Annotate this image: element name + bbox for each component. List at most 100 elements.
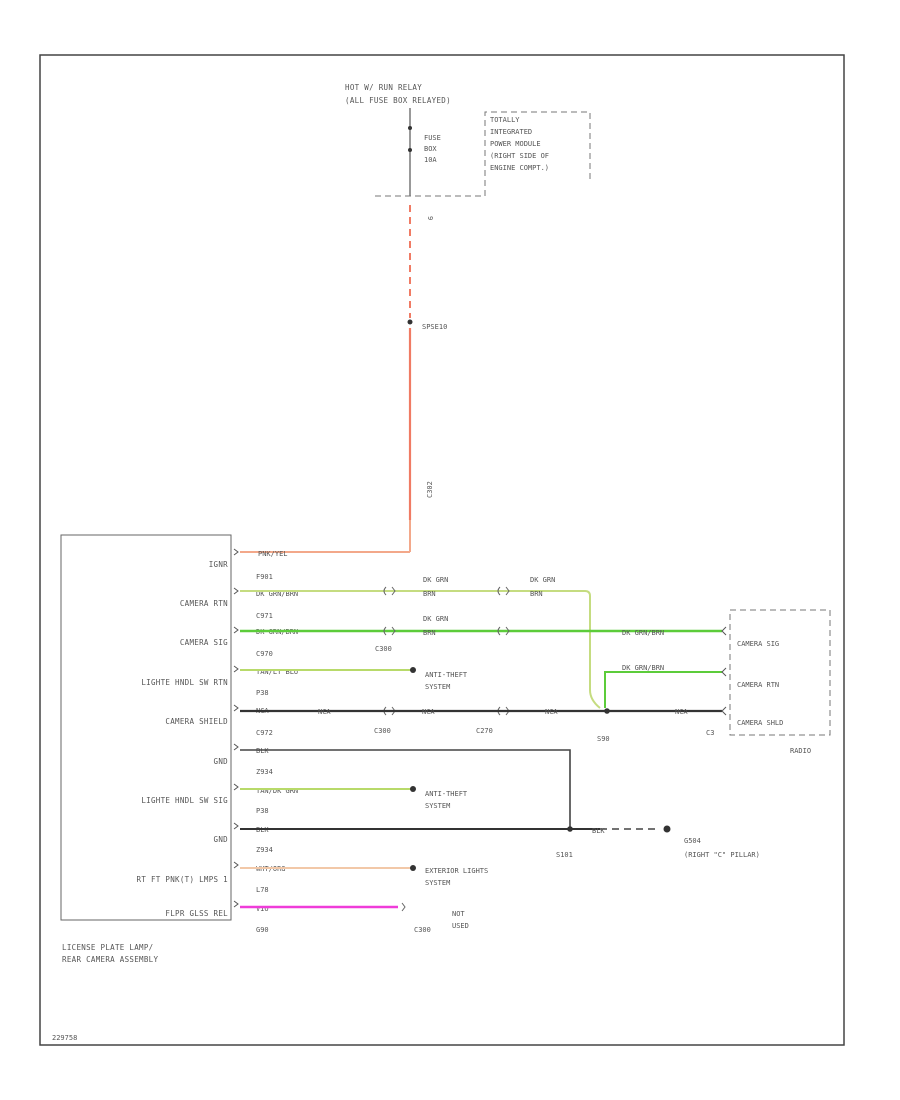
- shield-mid-label-2: NCA: [318, 708, 331, 716]
- camera-rtn-far-label: DK GRN: [530, 576, 555, 584]
- svg-text:DK GRN/BRN: DK GRN/BRN: [256, 590, 298, 598]
- svg-text:Z934: Z934: [256, 768, 273, 776]
- svg-text:GND: GND: [214, 835, 229, 844]
- svg-text:LIGHTE HNDL SW SIG: LIGHTE HNDL SW SIG: [141, 796, 228, 805]
- svg-text:P38: P38: [256, 689, 269, 697]
- inline-connectors: [383, 586, 510, 716]
- shield-mid-label-3: NCA: [545, 708, 558, 716]
- radio-connector-c3: C3: [706, 729, 714, 737]
- ground-splice-label: S101: [556, 851, 573, 859]
- radio-pin-shld: CAMERA SHLD: [737, 719, 783, 727]
- svg-text:CAMERA RTN: CAMERA RTN: [180, 599, 228, 608]
- svg-text:P38: P38: [256, 807, 269, 815]
- ground-splice-node: [567, 826, 573, 832]
- svg-text:ENGINE COMPT.): ENGINE COMPT.): [490, 164, 549, 172]
- camera-assembly-box: [60, 534, 232, 921]
- ext-lights-label: EXTERIOR LIGHTS: [425, 867, 488, 875]
- ground-point-label: G504: [684, 837, 701, 845]
- module-label: TOTALLY INTEGRATED POWER MODULE (RIGHT S…: [490, 116, 549, 172]
- radio-pin-rtn: CAMERA RTN: [737, 681, 779, 689]
- radio-pin-arrows: [721, 626, 727, 716]
- camera-rtn-right-label: DK GRN/BRN: [622, 664, 664, 672]
- svg-text:BLK: BLK: [256, 747, 269, 755]
- source-title: HOT W/ RUN RELAY: [345, 83, 422, 92]
- svg-text:L78: L78: [256, 886, 269, 894]
- svg-text:TOTALLY: TOTALLY: [490, 116, 520, 124]
- gnd1-wire: [240, 749, 571, 828]
- svg-text:LIGHTE HNDL SW RTN: LIGHTE HNDL SW RTN: [141, 678, 228, 687]
- camera-rtn-wire: [240, 590, 601, 709]
- camera-sig-right-label: DK GRN/BRN: [622, 629, 664, 637]
- shield-right-label: NCA: [675, 708, 688, 716]
- splice-s90-node: [604, 708, 610, 714]
- handle-sw-sig-node: [410, 786, 416, 792]
- svg-text:C971: C971: [256, 612, 273, 620]
- svg-text:POWER MODULE: POWER MODULE: [490, 140, 541, 148]
- camera-assembly-caption: LICENSE PLATE LAMP/: [62, 943, 154, 952]
- diagram-frame: [39, 54, 845, 1046]
- splice-label: SPSE10: [422, 323, 447, 331]
- svg-text:RT FT PNK(T) LMPS 1: RT FT PNK(T) LMPS 1: [137, 875, 229, 884]
- camera-rtn-far-label-2: BRN: [530, 590, 543, 598]
- camera-rtn-right-wire: [604, 671, 722, 708]
- antitheft1-label-2: SYSTEM: [425, 683, 450, 691]
- not-used-label: NOT: [452, 910, 465, 918]
- connector-c302: C302: [426, 481, 434, 498]
- svg-text:(RIGHT SIDE OF: (RIGHT SIDE OF: [490, 152, 549, 160]
- svg-text:C970: C970: [256, 650, 273, 658]
- svg-text:G90: G90: [256, 926, 269, 934]
- svg-text:Z934: Z934: [256, 846, 273, 854]
- splice-s90: S90: [597, 735, 610, 743]
- svg-text:INTEGRATED: INTEGRATED: [490, 128, 532, 136]
- fuse-node: [408, 148, 412, 152]
- not-used-connector-label: C300: [414, 926, 431, 934]
- source-node: [408, 126, 412, 130]
- svg-text:GND: GND: [214, 757, 229, 766]
- svg-text:FLPR GLSS REL: FLPR GLSS REL: [165, 909, 228, 918]
- source-subtitle: (ALL FUSE BOX RELAYED): [345, 96, 451, 105]
- antitheft1-label: ANTI-THEFT: [425, 671, 468, 679]
- svg-text:CAMERA SIG: CAMERA SIG: [180, 638, 228, 647]
- camera-rtn-mid-label-2: BRN: [423, 590, 436, 598]
- svg-text:IGNR: IGNR: [209, 560, 228, 569]
- ground-right-label: BLK: [592, 827, 605, 835]
- rt-lamps-node: [410, 865, 416, 871]
- module-pin: 9: [426, 216, 434, 220]
- connector-c300-b: C300: [374, 727, 391, 735]
- fuse-label: FUSE: [424, 134, 441, 142]
- ext-lights-label-2: SYSTEM: [425, 879, 450, 887]
- svg-text:PNK/YEL: PNK/YEL: [258, 550, 288, 558]
- antitheft2-label-2: SYSTEM: [425, 802, 450, 810]
- radio-label: RADIO: [790, 747, 811, 755]
- pin-arrows: [233, 548, 239, 908]
- connector-c300-a: C300: [375, 645, 392, 653]
- camera-sig-mid-label: DK GRN: [423, 615, 448, 623]
- camera-assembly-caption-2: REAR CAMERA ASSEMBLY: [62, 955, 158, 964]
- camera-rtn-mid-label: DK GRN: [423, 576, 448, 584]
- handle-sw-rtn-node: [410, 667, 416, 673]
- not-used-connector: [401, 902, 406, 912]
- svg-text:TAN/LT BLU: TAN/LT BLU: [256, 668, 298, 676]
- circuit-labels: PNK/YEL F901 DK GRN/BRN C971 DK GRN/BRN …: [256, 550, 298, 934]
- svg-text:CAMERA SHIELD: CAMERA SHIELD: [165, 717, 228, 726]
- module-boundary: [375, 111, 591, 197]
- svg-text:TAN/DK GRN: TAN/DK GRN: [256, 787, 298, 795]
- splice-node: [407, 319, 413, 325]
- svg-text:C972: C972: [256, 729, 273, 737]
- radio-box: [729, 609, 831, 736]
- fuse-amps: 10A: [424, 156, 437, 164]
- connector-c270: C270: [476, 727, 493, 735]
- diagram-id: 229758: [52, 1034, 77, 1042]
- not-used-label-2: USED: [452, 922, 469, 930]
- svg-text:F901: F901: [256, 573, 273, 581]
- ground-location-label: (RIGHT "C" PILLAR): [684, 851, 760, 859]
- camera-sig-mid-label-2: BRN: [423, 629, 436, 637]
- shield-mid-label: NCA: [422, 708, 435, 716]
- antitheft2-label: ANTI-THEFT: [425, 790, 468, 798]
- ground-point-node: [663, 825, 671, 833]
- fuse-box-label: BOX: [424, 145, 437, 153]
- svg-text:VIO: VIO: [256, 905, 269, 913]
- radio-pin-sig: CAMERA SIG: [737, 640, 779, 648]
- pin-labels: IGNR CAMERA RTN CAMERA SIG LIGHTE HNDL S…: [137, 560, 229, 918]
